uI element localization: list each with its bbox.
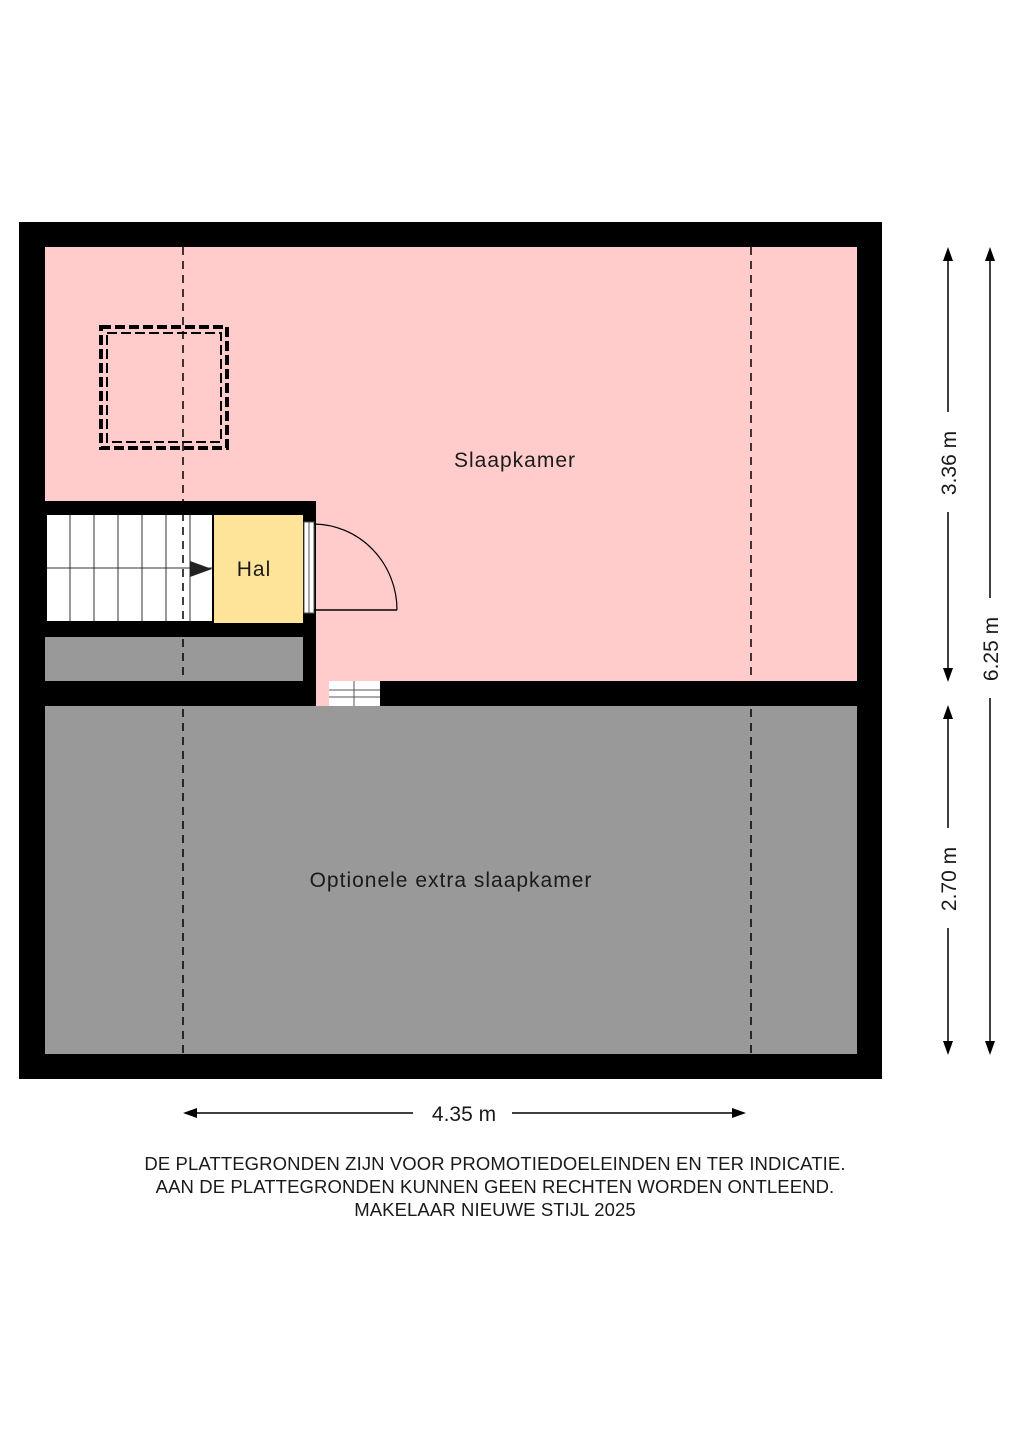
staircase: [47, 515, 212, 621]
dimension-width: 4.35 m: [183, 1103, 746, 1126]
middle-wall: [45, 681, 857, 706]
arrow-up-icon: [943, 247, 953, 261]
middle-wall-opening: [316, 681, 329, 706]
room-optional-bedroom: [45, 706, 857, 1054]
room-storage: [45, 637, 303, 681]
room-hall: [214, 515, 303, 623]
arrow-down-icon: [943, 1041, 953, 1055]
dim-width-label: 4.35 m: [432, 1103, 496, 1126]
door-swing: [313, 523, 398, 611]
arrow-up-icon: [943, 705, 953, 719]
dim-optional-depth-label: 2.70 m: [938, 847, 961, 911]
arrow-right-icon: [732, 1108, 746, 1118]
disclaimer-line-1: DE PLATTEGRONDEN ZIJN VOOR PROMOTIEDOELE…: [144, 1153, 846, 1174]
dimension-total-depth: 6.25 m: [980, 247, 1003, 1055]
arrow-down-icon: [985, 1041, 995, 1055]
dim-total-depth-label: 6.25 m: [980, 617, 1003, 681]
arrow-up-icon: [985, 247, 995, 261]
dimension-bedroom-depth: 3.36 m: [938, 247, 961, 682]
disclaimer: DE PLATTEGRONDEN ZIJN VOOR PROMOTIEDOELE…: [0, 1152, 990, 1221]
arrow-down-icon: [943, 668, 953, 682]
label-bedroom: Slaapkamer: [454, 449, 576, 472]
label-optional-bedroom: Optionele extra slaapkamer: [310, 869, 593, 892]
arrow-left-icon: [183, 1108, 197, 1118]
label-hall: Hal: [237, 558, 272, 581]
disclaimer-line-2: AAN DE PLATTEGRONDEN KUNNEN GEEN RECHTEN…: [155, 1176, 835, 1197]
stair-direction-arrow-icon: [190, 561, 212, 577]
dimension-optional-depth: 2.70 m: [938, 705, 961, 1055]
skylight: [99, 325, 229, 450]
disclaimer-line-3: MAKELAAR NIEUWE STIJL 2025: [354, 1199, 636, 1220]
dim-bedroom-depth-label: 3.36 m: [938, 431, 961, 495]
storage-wall-right: [303, 621, 316, 681]
